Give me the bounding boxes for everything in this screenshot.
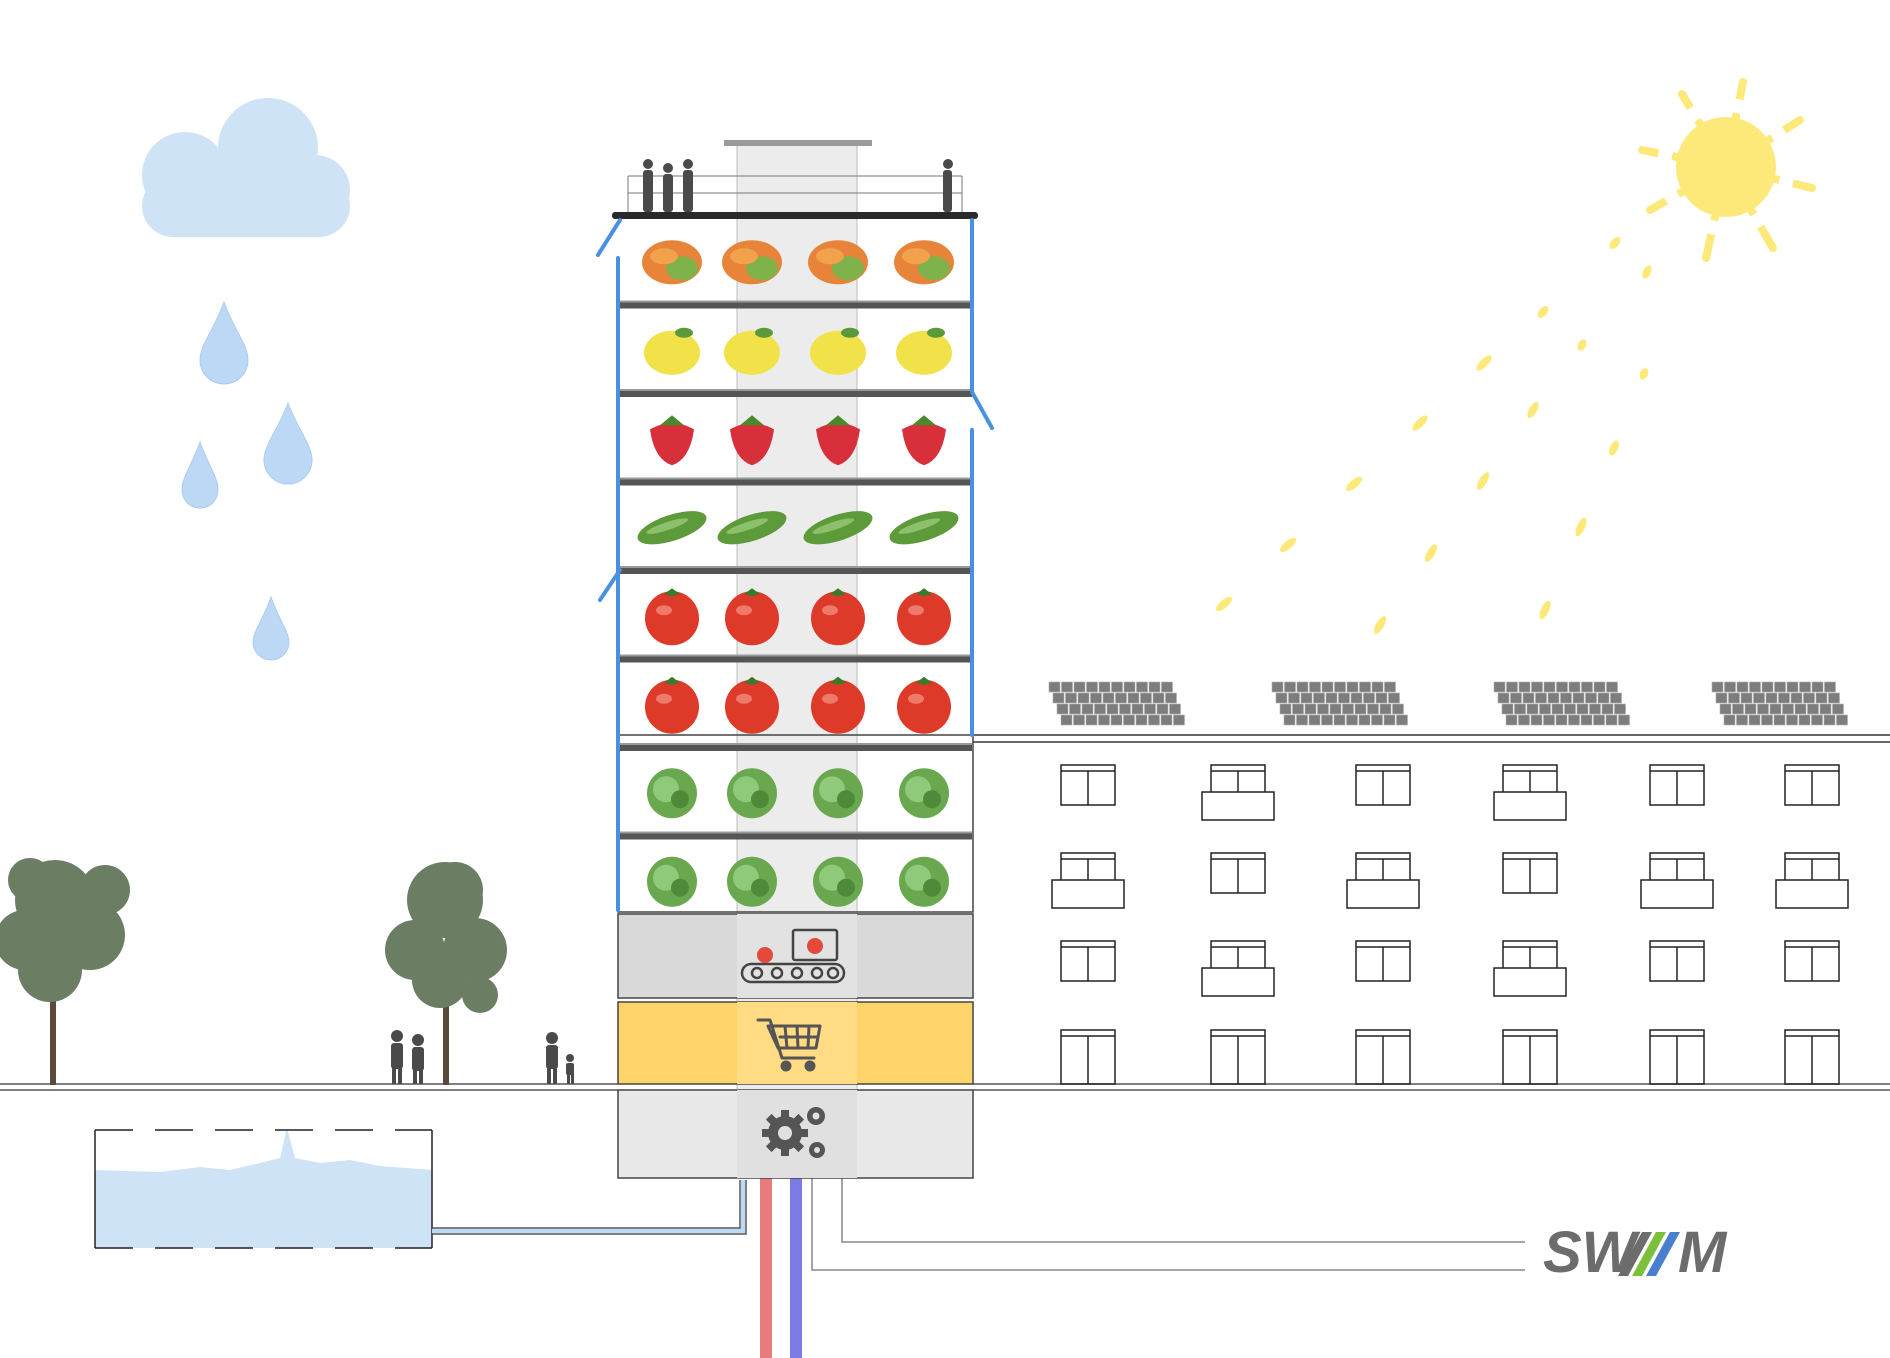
farm-floor [620, 768, 972, 840]
mango-icon [894, 240, 954, 285]
window [1649, 764, 1705, 806]
lemon-icon [724, 327, 780, 375]
strawberry-icon [650, 415, 694, 466]
mango-icon [722, 240, 782, 285]
window [1355, 764, 1411, 806]
raindrop-icon [263, 401, 313, 485]
tomato-icon [645, 676, 699, 734]
solar-panel-icon [1493, 681, 1630, 726]
lettuce-icon [647, 768, 697, 819]
sun-beams [1215, 237, 1652, 634]
lettuce-icon [899, 768, 949, 819]
person-icon [643, 159, 953, 212]
utility-pipes [760, 1178, 1525, 1358]
lettuce-icon [899, 856, 949, 907]
tomato-icon [811, 588, 865, 646]
window [1502, 852, 1558, 894]
strawberry-icon [902, 415, 946, 466]
mango-icon [808, 240, 868, 285]
residential-building [972, 681, 1890, 1085]
window [1051, 852, 1125, 909]
farm-floor [620, 676, 972, 751]
tomato-icon [811, 676, 865, 734]
solar-panel-icon [1711, 681, 1848, 726]
vertical-farm-tower [596, 140, 994, 1179]
window [1640, 852, 1714, 909]
logo-text-right: M [1678, 1220, 1728, 1285]
window [1649, 1029, 1705, 1085]
window [1784, 940, 1840, 982]
window [1210, 1029, 1266, 1085]
window [1649, 940, 1705, 982]
mango-icon [642, 240, 702, 285]
lettuce-icon [813, 768, 863, 819]
rain [181, 300, 313, 661]
shopping-cart-icon [756, 1018, 822, 1072]
tomato-icon [897, 588, 951, 646]
cucumber-icon [803, 511, 873, 545]
cucumber-icon [889, 511, 959, 545]
farm-floor [620, 511, 972, 574]
lemon-icon [896, 327, 952, 375]
tomato-icon [725, 676, 779, 734]
window [1355, 940, 1411, 982]
cucumber-icon [717, 511, 787, 545]
farm-floor [620, 327, 972, 397]
window [1493, 940, 1567, 997]
glass-facade [596, 218, 994, 912]
raindrop-icon [252, 595, 290, 661]
strawberry-icon [730, 415, 774, 466]
window [1346, 852, 1420, 909]
window [1775, 852, 1849, 909]
solar-panel-icon [1048, 681, 1185, 726]
farm-floor [620, 415, 972, 486]
cucumber-icon [637, 511, 707, 545]
tomato-icon [725, 588, 779, 646]
swm-logo: SW M [1543, 1220, 1728, 1285]
window [1355, 1029, 1411, 1085]
window [1502, 1029, 1558, 1085]
window [1060, 764, 1116, 806]
tree-icon [385, 862, 507, 1085]
lemon-icon [810, 327, 866, 375]
window [1201, 764, 1275, 821]
lettuce-icon [727, 856, 777, 907]
person-icon [391, 1030, 574, 1084]
farm-floor [620, 588, 972, 663]
window [1493, 764, 1567, 821]
raindrop-icon [199, 300, 249, 385]
cloud-icon [142, 98, 350, 237]
farm-floor [620, 240, 972, 309]
solar-panel-icon [1271, 681, 1408, 726]
ground [0, 1083, 1890, 1091]
gears-icon [762, 1107, 825, 1158]
strawberry-icon [816, 415, 860, 466]
lemon-icon [644, 327, 700, 375]
window [1201, 940, 1275, 997]
lettuce-icon [813, 856, 863, 907]
tomato-icon [645, 588, 699, 646]
lettuce-icon [727, 768, 777, 819]
window [1060, 940, 1116, 982]
window [1784, 1029, 1840, 1085]
water-tank-icon [94, 1128, 747, 1249]
lettuce-icon [647, 856, 697, 907]
window [1060, 1029, 1116, 1085]
tomato-icon [897, 676, 951, 734]
raindrop-icon [181, 440, 219, 509]
conveyor-belt-icon [740, 928, 846, 984]
tree-icon [0, 858, 130, 1085]
window [1784, 764, 1840, 806]
window [1210, 852, 1266, 894]
